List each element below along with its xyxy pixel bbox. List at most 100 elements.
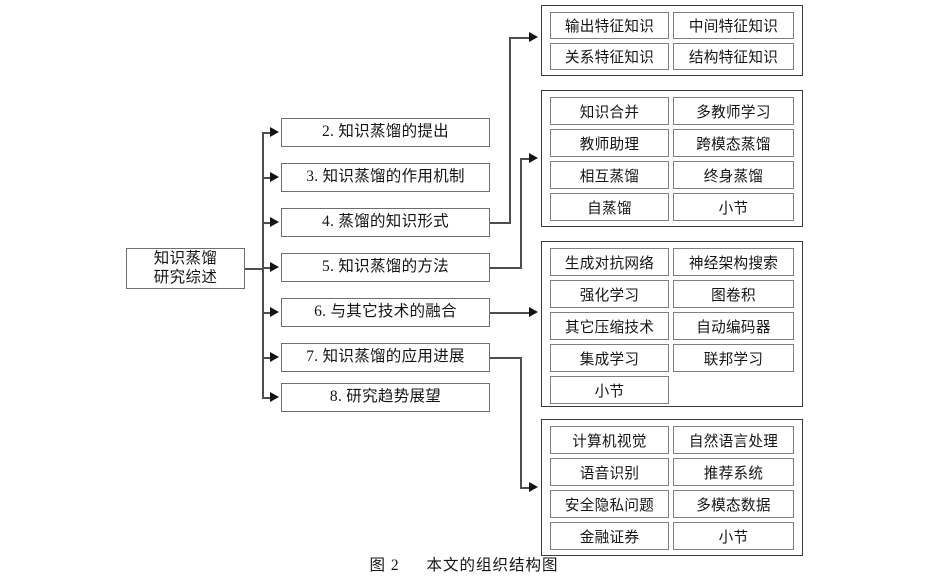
cluster-cell-label: 关系特征知识 [564, 50, 655, 66]
cluster-cell: 自蒸馏 [550, 193, 669, 221]
knowledge-forms-cluster: 输出特征知识 关系特征知识 中间特征知识 结构特征知识 [541, 5, 803, 76]
cluster-cell: 图卷积 [673, 280, 794, 308]
cluster-cell-label: 知识合并 [579, 104, 640, 121]
cluster4-connector-horizontal-out [490, 357, 522, 359]
cluster-cell-label: 结构特征知识 [688, 50, 779, 66]
chain-node-2-label: 2. 知识蒸馏的提出 [321, 123, 449, 141]
cluster-cell-label: 强化学习 [579, 287, 640, 304]
cluster-cell: 联邦学习 [673, 344, 794, 372]
arrow-to-chain-node-4 [270, 217, 279, 227]
cluster-cell: 金融证券 [550, 522, 669, 550]
cluster-cell-label: 神经架构搜索 [688, 255, 779, 272]
cluster-cell-label: 多教师学习 [696, 104, 771, 121]
cluster-cell-label: 自蒸馏 [587, 200, 632, 217]
arrow-to-chain-node-6 [270, 307, 279, 317]
cluster-cell-label: 图卷积 [711, 287, 756, 304]
chain-node-4: 4. 蒸馏的知识形式 [281, 208, 490, 237]
arrow-to-chain-node-5 [270, 262, 279, 272]
cluster-cell-label: 推荐系统 [703, 465, 764, 482]
cluster-cell: 集成学习 [550, 344, 669, 372]
cluster-cell: 安全隐私问题 [550, 490, 669, 518]
cluster-cell-label: 跨模态蒸馏 [696, 136, 771, 153]
chain-node-6: 6. 与其它技术的融合 [281, 298, 490, 327]
cluster-cell-label: 小节 [718, 529, 749, 546]
cluster4-connector-horizontal-in [520, 487, 531, 489]
trunk-branch-line-3 [262, 177, 272, 179]
chain-node-8-label: 8. 研究趋势展望 [329, 388, 442, 406]
cluster-cell-label: 输出特征知识 [564, 19, 655, 35]
cluster-cell: 教师助理 [550, 129, 669, 157]
cluster-cell: 跨模态蒸馏 [673, 129, 794, 157]
technique-fusion-right-column: 神经架构搜索 图卷积 自动编码器 联邦学习 [673, 248, 794, 400]
trunk-branch-line-6 [262, 312, 272, 314]
trunk-branch-line-7 [262, 357, 272, 359]
cluster-cell: 多模态数据 [673, 490, 794, 518]
chain-node-2: 2. 知识蒸馏的提出 [281, 118, 490, 147]
arrow-to-cluster3 [529, 307, 538, 317]
cluster1-connector-horizontal-out [490, 222, 511, 224]
cluster-cell-label: 中间特征知识 [688, 19, 779, 35]
cluster-cell: 输出特征知识 [550, 12, 669, 39]
cluster-cell: 结构特征知识 [673, 43, 794, 70]
cluster-cell-label: 多模态数据 [696, 497, 771, 514]
cluster-cell: 关系特征知识 [550, 43, 669, 70]
arrow-to-chain-node-3 [270, 172, 279, 182]
chain-node-8: 8. 研究趋势展望 [281, 383, 490, 412]
cluster-cell: 自动编码器 [673, 312, 794, 340]
cluster-cell: 小节 [673, 522, 794, 550]
cluster-cell-label: 小节 [718, 200, 749, 217]
root-node-label: 知识蒸馏 研究综述 [153, 250, 218, 286]
arrow-to-chain-node-8 [270, 392, 279, 402]
cluster-cell-label: 生成对抗网络 [564, 255, 655, 272]
chain-node-3-label: 3. 知识蒸馏的作用机制 [306, 168, 465, 186]
distillation-methods-cluster: 知识合并 教师助理 相互蒸馏 自蒸馏 多教师学习 跨模态蒸馏 终身蒸馏 [541, 90, 803, 227]
cluster-cell: 中间特征知识 [673, 12, 794, 39]
cluster-cell: 其它压缩技术 [550, 312, 669, 340]
cluster-cell: 强化学习 [550, 280, 669, 308]
knowledge-forms-right-column: 中间特征知识 结构特征知识 [673, 12, 794, 70]
applications-left-column: 计算机视觉 语音识别 安全隐私问题 金融证券 [550, 426, 669, 550]
cluster-cell: 终身蒸馏 [673, 161, 794, 189]
cluster-cell: 神经架构搜索 [673, 248, 794, 276]
figure-caption-text: 本文的组织结构图 [426, 557, 559, 574]
distillation-methods-right-column: 多教师学习 跨模态蒸馏 终身蒸馏 小节 [673, 97, 794, 221]
applications-right-column: 自然语言处理 推荐系统 多模态数据 小节 [673, 426, 794, 550]
chain-node-7-label: 7. 知识蒸馏的应用进展 [306, 348, 465, 366]
chain-node-5-label: 5. 知识蒸馏的方法 [321, 258, 449, 276]
distillation-methods-left-column: 知识合并 教师助理 相互蒸馏 自蒸馏 [550, 97, 669, 221]
cluster-cell-label: 安全隐私问题 [564, 497, 655, 514]
cluster-cell-label: 金融证券 [579, 529, 640, 546]
cluster3-connector-horizontal [490, 312, 531, 314]
chain-node-3: 3. 知识蒸馏的作用机制 [281, 163, 490, 192]
cluster-cell: 小节 [673, 193, 794, 221]
arrow-to-cluster4 [529, 482, 538, 492]
root-node: 知识蒸馏 研究综述 [126, 248, 245, 289]
cluster-cell-label: 联邦学习 [703, 351, 764, 368]
technique-fusion-cluster: 生成对抗网络 强化学习 其它压缩技术 集成学习 小节 神经架构搜索 图卷积 [541, 241, 803, 407]
cluster-cell-label: 其它压缩技术 [564, 319, 655, 336]
cluster-cell-label: 集成学习 [579, 351, 640, 368]
cluster-cell: 相互蒸馏 [550, 161, 669, 189]
cluster-cell: 计算机视觉 [550, 426, 669, 454]
chain-node-4-label: 4. 蒸馏的知识形式 [321, 213, 449, 231]
cluster-cell-label: 教师助理 [579, 136, 640, 153]
chain-node-5: 5. 知识蒸馏的方法 [281, 253, 490, 282]
figure-caption-label: 图 2 [369, 557, 400, 574]
trunk-branch-line-5 [262, 267, 272, 269]
cluster-cell: 小节 [550, 376, 669, 404]
cluster-cell-label: 相互蒸馏 [579, 168, 640, 185]
cluster2-connector-vertical [520, 158, 522, 268]
cluster-cell: 语音识别 [550, 458, 669, 486]
trunk-branch-line-8 [262, 397, 272, 399]
technique-fusion-left-column: 生成对抗网络 强化学习 其它压缩技术 集成学习 小节 [550, 248, 669, 404]
knowledge-forms-left-column: 输出特征知识 关系特征知识 [550, 12, 669, 70]
trunk-vertical-line [262, 132, 264, 397]
arrow-to-chain-node-2 [270, 127, 279, 137]
root-connector-line [245, 268, 263, 270]
arrow-to-cluster1 [529, 32, 538, 42]
trunk-branch-line-4 [262, 222, 272, 224]
cluster-cell-label: 自然语言处理 [688, 433, 779, 450]
cluster1-connector-vertical [509, 37, 511, 223]
cluster-cell: 生成对抗网络 [550, 248, 669, 276]
